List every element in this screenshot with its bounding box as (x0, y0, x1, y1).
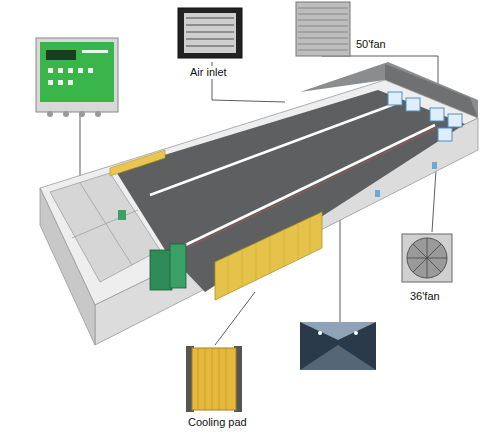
controller (36, 38, 118, 117)
fan-36-image (402, 234, 452, 282)
part-label: 50'fan (354, 38, 388, 51)
part-label: Air inlet (188, 66, 229, 79)
part-label: 36'fan (408, 290, 442, 303)
building (40, 80, 478, 305)
fan-50-image (296, 2, 350, 56)
cooling-pad-image (186, 346, 242, 412)
air-inlet-image (178, 8, 242, 58)
interior-photo (300, 322, 376, 370)
part-label: Cooling pad (186, 416, 249, 429)
